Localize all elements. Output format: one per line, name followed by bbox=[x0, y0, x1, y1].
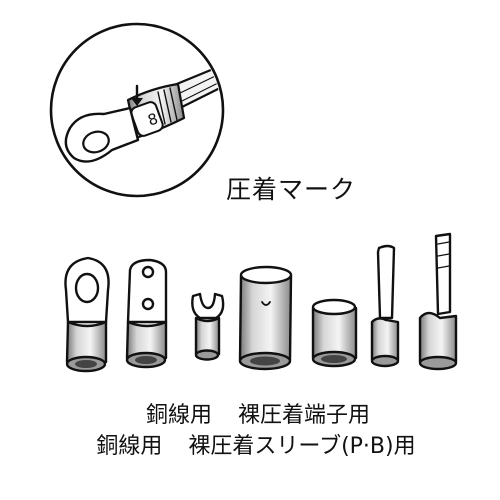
two-hole-terminal-icon bbox=[125, 258, 168, 369]
fork-terminal-icon bbox=[191, 292, 225, 361]
caption-product: 裸圧着端子用 bbox=[238, 403, 371, 428]
crimp-mark-label: 圧着マーク bbox=[226, 175, 357, 204]
short-sleeve-icon bbox=[311, 298, 358, 368]
caption-product: 裸圧着スリーブ(P·B)用 bbox=[188, 434, 416, 459]
blade-terminal-icon bbox=[418, 232, 458, 371]
caption-material: 銅線用 bbox=[96, 434, 163, 459]
crimp-mark-callout: 8 bbox=[49, 22, 225, 198]
caption-sleeve: 銅線用裸圧着スリーブ(P·B)用 bbox=[6, 428, 500, 460]
caption-terminal: 銅線用 裸圧着端子用 bbox=[8, 397, 500, 429]
pin-terminal-icon bbox=[370, 244, 400, 368]
caption-material: 銅線用 bbox=[145, 403, 212, 428]
ring-terminal-icon bbox=[64, 256, 110, 373]
butt-sleeve-icon bbox=[238, 265, 293, 371]
